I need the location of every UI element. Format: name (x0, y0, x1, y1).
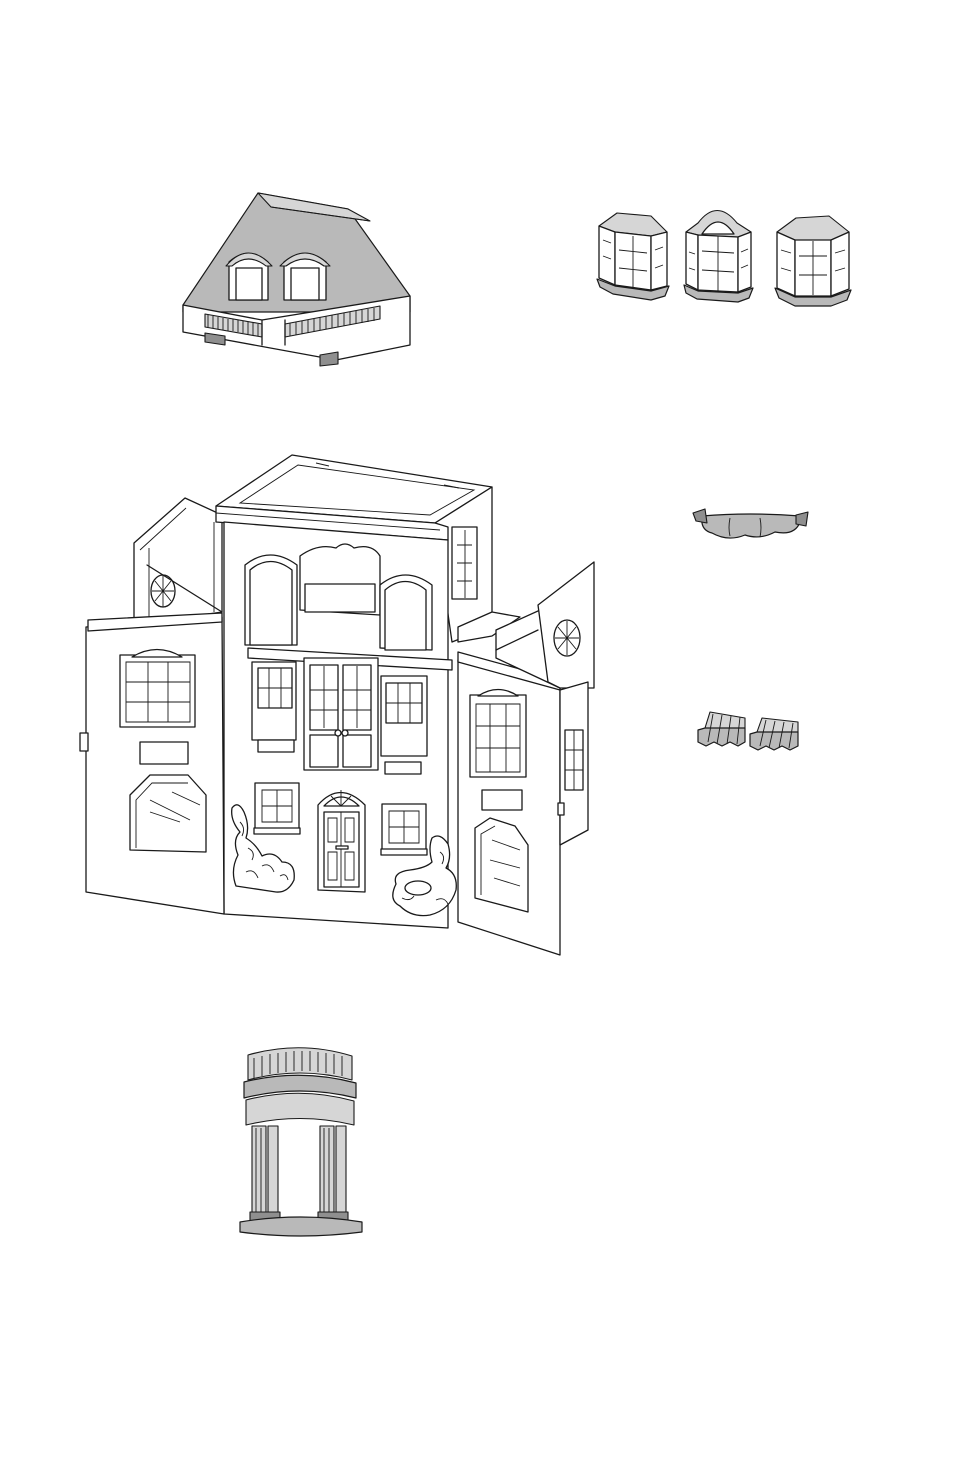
curtain-valance-part (693, 509, 808, 538)
awning-parts (698, 712, 798, 750)
bay-window-center (684, 211, 753, 303)
bay-window-left (597, 213, 669, 300)
dollhouse-open (80, 455, 594, 955)
balcony-portico-part (240, 1048, 362, 1236)
bay-window-right (775, 216, 851, 306)
mansard-roof-part (183, 193, 410, 366)
